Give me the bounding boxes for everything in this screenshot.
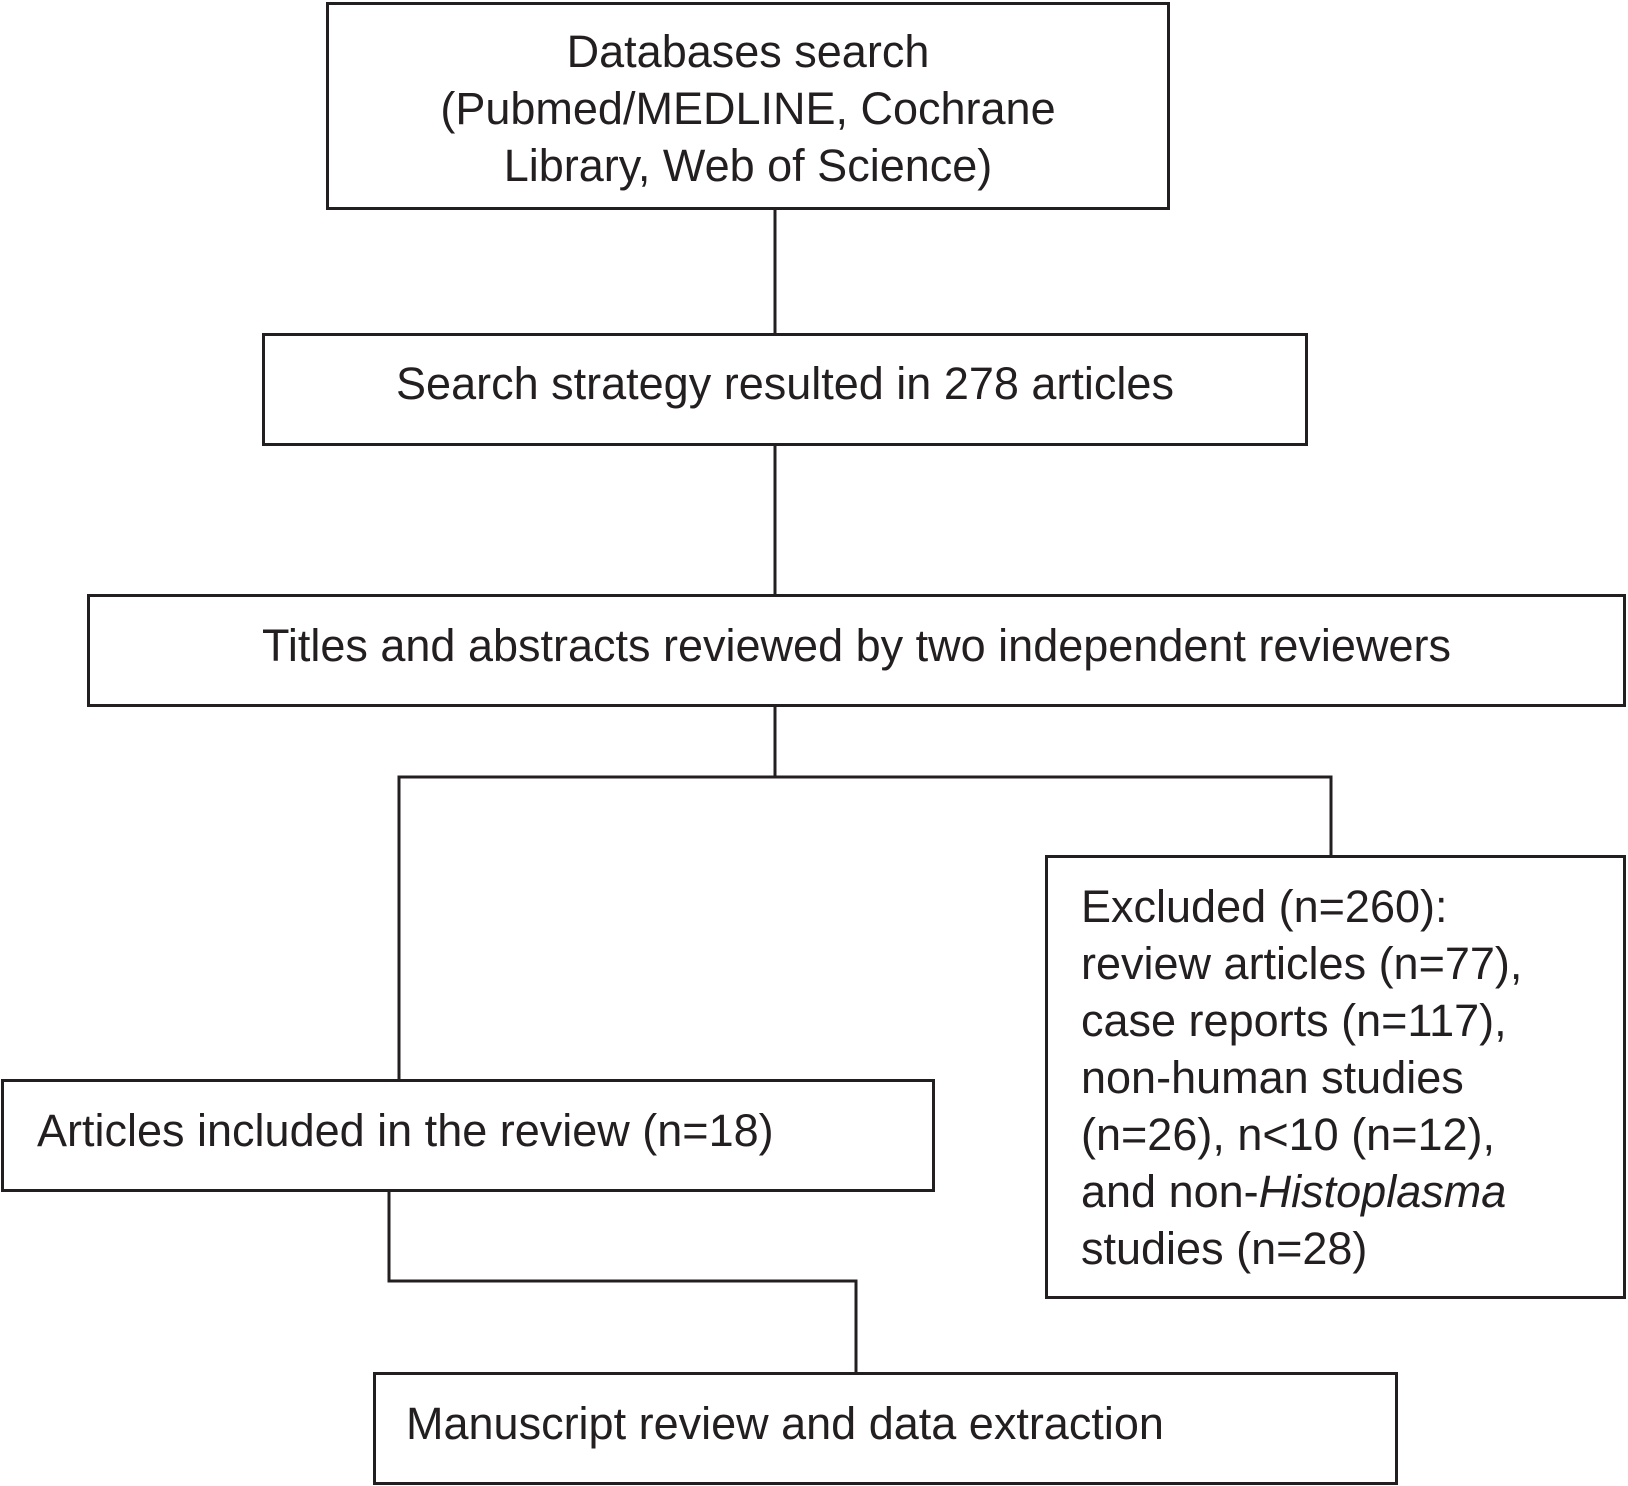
databases-search-line-2: (Pubmed/MEDLINE, Cochrane [440,83,1056,134]
excluded-line-7: studies (n=28) [1081,1223,1368,1274]
excluded-line-1: Excluded (n=260): [1081,881,1448,932]
excluded-line-6-histoplasma: Histoplasma [1258,1166,1507,1217]
databases-search-box: Databases search (Pubmed/MEDLINE, Cochra… [326,2,1170,210]
excluded-line-3: case reports (n=117), [1081,995,1507,1046]
excluded-line-6: and non-Histoplasma [1081,1163,1623,1220]
databases-search-line-1: Databases search [566,26,930,77]
search-strategy-text: Search strategy resulted in 278 articles [396,358,1174,409]
titles-abstracts-box: Titles and abstracts reviewed by two ind… [87,594,1626,707]
excluded-line-4: non-human studies [1081,1052,1464,1103]
excluded-line-6-prefix: and non- [1081,1166,1259,1217]
articles-included-text: Articles included in the review (n=18) [37,1105,774,1156]
manuscript-review-text: Manuscript review and data extraction [406,1398,1164,1449]
manuscript-review-box: Manuscript review and data extraction [373,1372,1398,1485]
excluded-line-5: (n=26), n<10 (n=12), [1081,1109,1496,1160]
articles-included-box: Articles included in the review (n=18) [1,1079,935,1192]
search-strategy-box: Search strategy resulted in 278 articles [262,333,1308,446]
databases-search-line-3: Library, Web of Science) [503,140,993,191]
titles-abstracts-text: Titles and abstracts reviewed by two ind… [262,620,1451,671]
excluded-line-2: review articles (n=77), [1081,938,1523,989]
excluded-box: Excluded (n=260): review articles (n=77)… [1045,855,1626,1299]
